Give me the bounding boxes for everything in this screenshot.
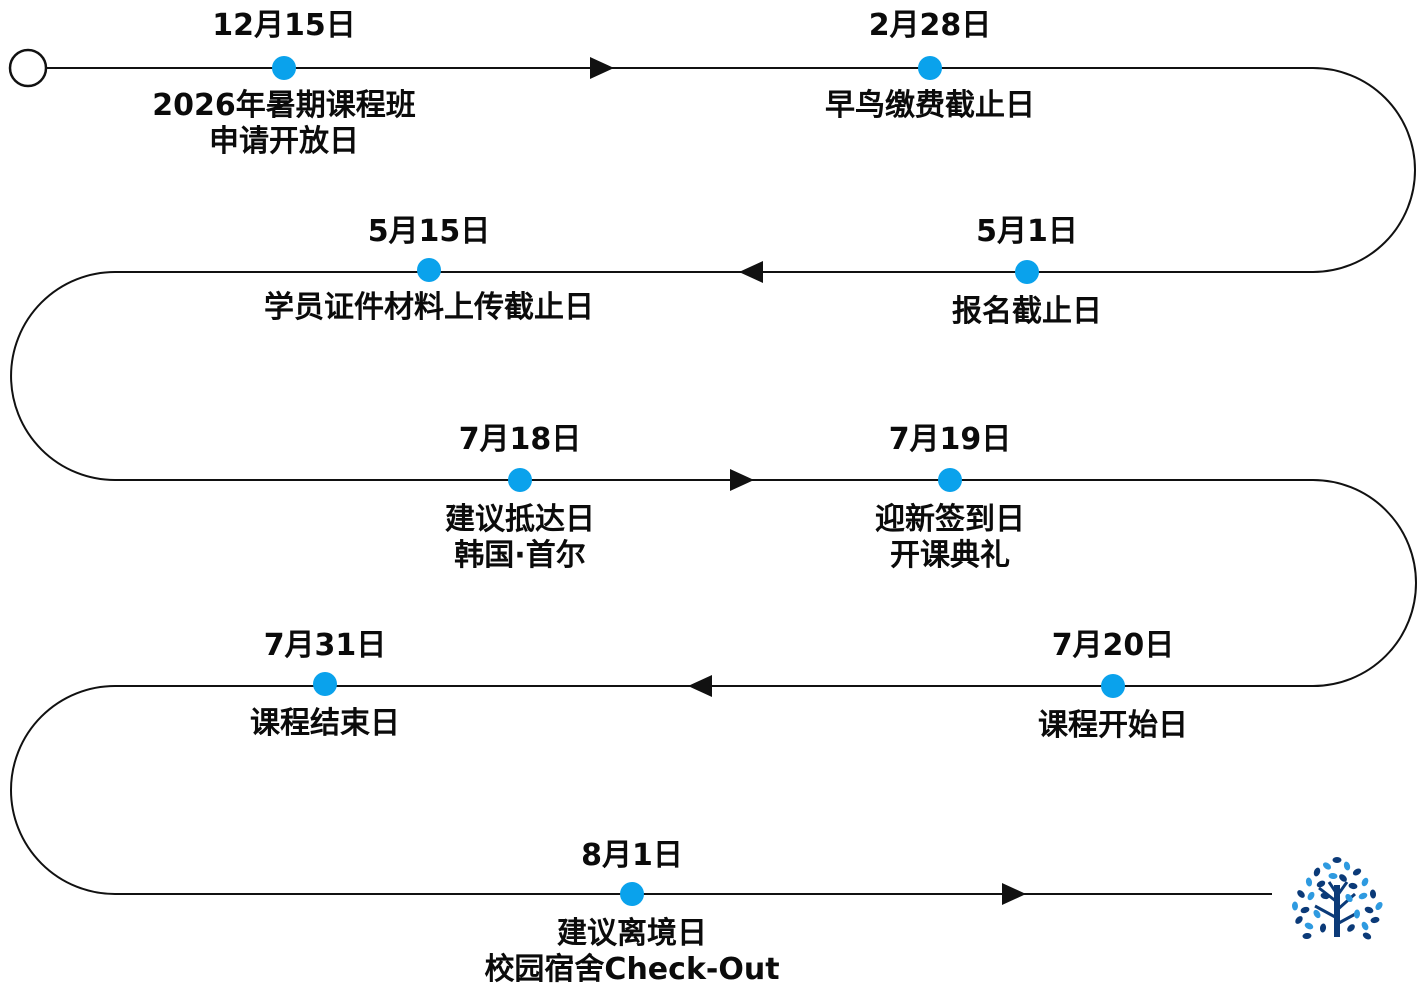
milestone-date: 7月31日 bbox=[263, 628, 387, 663]
tree-leaf bbox=[1358, 892, 1368, 900]
timeline-path bbox=[10, 67, 1417, 895]
tree-leaf bbox=[1352, 868, 1362, 876]
tree-leaf bbox=[1364, 906, 1374, 914]
tree-leaf bbox=[1362, 932, 1372, 940]
arrow-left-icon bbox=[688, 675, 712, 697]
milestone-event-line: 2026年暑期课程班 bbox=[152, 88, 416, 123]
milestone-event: 报名截止日 bbox=[797, 294, 1257, 330]
milestone-dots bbox=[272, 56, 1125, 906]
milestone-event-line: 建议离境日 bbox=[557, 916, 707, 951]
tree-leaf bbox=[1369, 889, 1377, 899]
milestone-event: 早鸟缴费截止日 bbox=[700, 88, 1160, 124]
tree-leaf bbox=[1304, 922, 1314, 930]
tree-leaf bbox=[1297, 890, 1305, 898]
milestone-dot bbox=[272, 56, 296, 80]
milestone-dot bbox=[417, 258, 441, 282]
start-circle-icon bbox=[8, 48, 48, 88]
milestone-event: 课程结束日 bbox=[95, 706, 555, 742]
tree-leaf bbox=[1313, 867, 1321, 877]
milestone-event-line: 迎新签到日 bbox=[875, 502, 1025, 537]
milestone-dot bbox=[938, 468, 962, 492]
tree-leaf bbox=[1307, 891, 1315, 901]
milestone-dot bbox=[620, 882, 644, 906]
milestone-event: 建议抵达日 韩国·首尔 bbox=[290, 502, 750, 574]
milestone-dot bbox=[1101, 674, 1125, 698]
tree-leaf bbox=[1322, 862, 1332, 870]
tree-leaf bbox=[1353, 909, 1361, 919]
tree-leaf bbox=[1361, 877, 1369, 887]
tree-leaf bbox=[1332, 857, 1342, 863]
tree-leaf bbox=[1348, 882, 1358, 890]
tree-leaf bbox=[1375, 901, 1383, 911]
tree-leaf bbox=[1361, 921, 1369, 931]
tree-leaf bbox=[1347, 924, 1355, 932]
tree-leaf bbox=[1316, 880, 1326, 888]
milestone-event-line: 报名截止日 bbox=[952, 294, 1102, 329]
tree-leaf bbox=[1300, 906, 1310, 914]
milestone-event: 2026年暑期课程班 申请开放日 bbox=[54, 88, 514, 160]
milestone-dot bbox=[313, 672, 337, 696]
milestone-event-line: 课程结束日 bbox=[250, 706, 400, 741]
tree-logo-icon bbox=[1291, 857, 1383, 940]
tree-leaf bbox=[1343, 861, 1351, 871]
milestone-date: 5月15日 bbox=[367, 214, 491, 249]
milestone-date: 12月15日 bbox=[212, 8, 356, 43]
milestone-event-line: 申请开放日 bbox=[209, 124, 359, 159]
tree-leaf bbox=[1370, 916, 1380, 924]
tree-leaf bbox=[1313, 909, 1321, 919]
milestone-event: 学员证件材料上传截止日 bbox=[199, 290, 659, 326]
tree-leaf bbox=[1328, 872, 1338, 880]
tree-leaf bbox=[1291, 901, 1299, 911]
arrow-right-icon bbox=[1002, 883, 1026, 905]
milestone-event: 迎新签到日 开课典礼 bbox=[720, 502, 1180, 574]
arrow-left-icon bbox=[739, 261, 763, 283]
milestone-date: 7月20日 bbox=[1051, 628, 1175, 663]
tree-leaf bbox=[1345, 894, 1353, 902]
milestone-event: 建议离境日 校园宿舍Check-Out bbox=[402, 916, 862, 988]
milestone-date: 7月19日 bbox=[888, 422, 1012, 457]
milestone-event: 课程开始日 bbox=[883, 708, 1343, 744]
milestone-event-line: 韩国·首尔 bbox=[454, 538, 586, 573]
milestone-event-line: 建议抵达日 bbox=[445, 502, 595, 537]
milestone-event-line: 开课典礼 bbox=[890, 538, 1010, 573]
arrow-right-icon bbox=[730, 469, 754, 491]
milestone-date: 5月1日 bbox=[976, 214, 1078, 249]
tree-leaf bbox=[1302, 932, 1312, 940]
milestone-dot bbox=[1015, 260, 1039, 284]
milestone-dot bbox=[918, 56, 942, 80]
milestone-dot bbox=[508, 468, 532, 492]
milestone-event-line: 学员证件材料上传截止日 bbox=[264, 290, 594, 325]
tree-leaf bbox=[1305, 877, 1313, 887]
milestone-date: 8月1日 bbox=[581, 838, 683, 873]
tree-leaf bbox=[1295, 916, 1303, 924]
arrow-right-icon bbox=[590, 57, 614, 79]
milestone-event-line: 早鸟缴费截止日 bbox=[825, 88, 1035, 123]
milestone-event-line: 校园宿舍Check-Out bbox=[484, 952, 780, 987]
milestone-date: 7月18日 bbox=[458, 422, 582, 457]
milestone-date: 2月28日 bbox=[868, 8, 992, 43]
tree-leaf bbox=[1320, 892, 1330, 900]
tree-leaf bbox=[1339, 874, 1347, 882]
tree-leaf bbox=[1319, 923, 1327, 933]
milestone-event-line: 课程开始日 bbox=[1038, 708, 1188, 743]
